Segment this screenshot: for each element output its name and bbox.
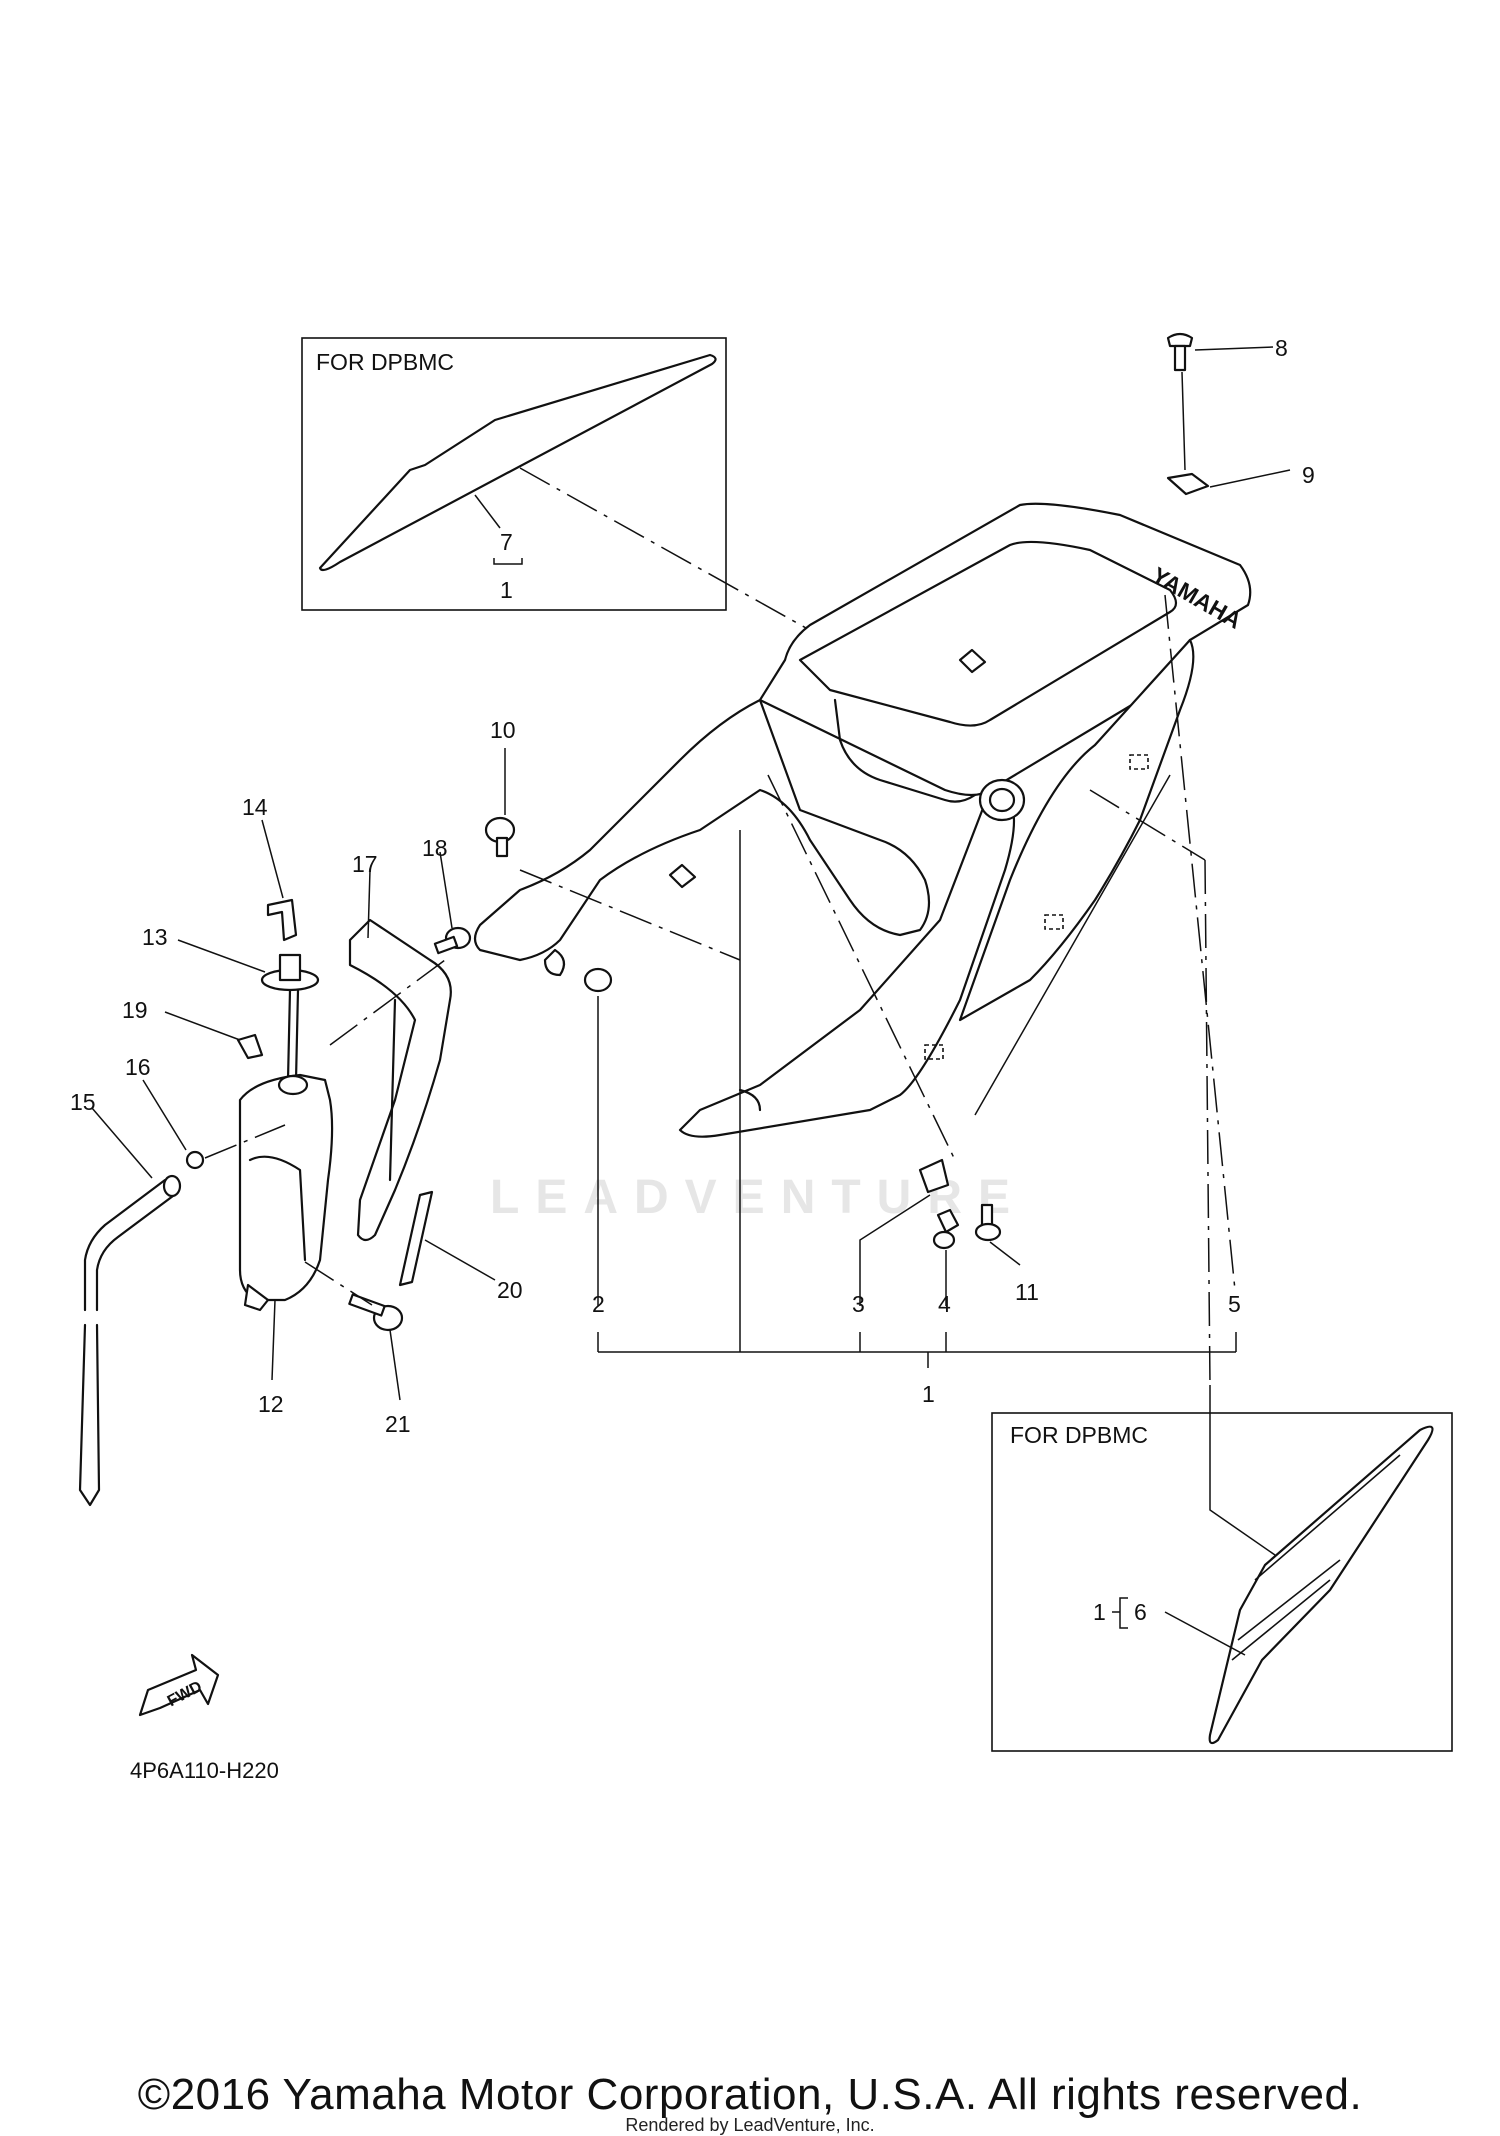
inset-bottom-title: FOR DPBMC [1010,1422,1148,1448]
screw-18 [433,926,472,955]
callout-4[interactable]: 4 [938,1291,951,1317]
callout-9[interactable]: 9 [1302,462,1315,488]
callout-21[interactable]: 21 [385,1411,411,1437]
callout-1[interactable]: 1 [922,1381,935,1407]
callout-1-bottom[interactable]: 1 [1093,1599,1106,1625]
callout-14[interactable]: 14 [242,794,268,820]
bolt-10 [484,816,516,858]
callout-17[interactable]: 17 [352,851,378,877]
diagram-code: 4P6A110-H220 [130,1758,279,1783]
cap-13 [260,953,320,1096]
callout-19[interactable]: 19 [122,997,148,1023]
elbow-14 [266,898,298,942]
callout-5[interactable]: 5 [1228,1291,1241,1317]
callout-18[interactable]: 18 [422,835,448,861]
hose-15 [83,1178,167,1312]
rendered-by: Rendered by LeadVenture, Inc. [625,2115,875,2135]
callout-16[interactable]: 16 [125,1054,151,1080]
pad-20 [398,1190,434,1287]
clip-19 [236,1033,264,1060]
inset-box-top: FOR DPBMC 7 1 [301,337,727,611]
callout-6[interactable]: 6 [1134,1599,1147,1625]
fwd-arrow-icon: FWD [138,1653,220,1717]
assembly-bracket [597,1332,1237,1368]
bolt-21 [348,1293,404,1332]
side-cover-17 [348,918,452,1242]
callout-1-top[interactable]: 1 [500,577,513,603]
callout-3[interactable]: 3 [852,1291,865,1317]
inset-box-bottom: FOR DPBMC 1 6 [991,1412,1453,1752]
callout-2[interactable]: 2 [592,1291,605,1317]
callout-8[interactable]: 8 [1275,335,1288,361]
bumper-3 [918,1158,950,1194]
nut-9 [1166,472,1210,496]
screw-11 [974,1203,1002,1242]
callout-15[interactable]: 15 [70,1089,96,1115]
tank-12 [238,1073,334,1302]
callout-20[interactable]: 20 [497,1277,523,1303]
callout-7[interactable]: 7 [500,529,513,555]
clamp-16 [185,1150,205,1170]
grommet-2 [583,967,613,993]
callout-10[interactable]: 10 [490,717,516,743]
callout-12[interactable]: 12 [258,1391,284,1417]
callout-11[interactable]: 11 [1015,1279,1039,1305]
inset-top-title: FOR DPBMC [316,349,454,375]
copyright-notice: ©2016 Yamaha Motor Corporation, U.S.A. A… [137,2070,1363,2119]
seat-cowl-assembly: YAMAHA [473,502,1252,1138]
decal-7 [318,353,717,572]
screw-4 [932,1208,960,1250]
callout-13[interactable]: 13 [142,924,168,950]
screw-8 [1166,332,1194,372]
decal-6 [1208,1425,1434,1745]
